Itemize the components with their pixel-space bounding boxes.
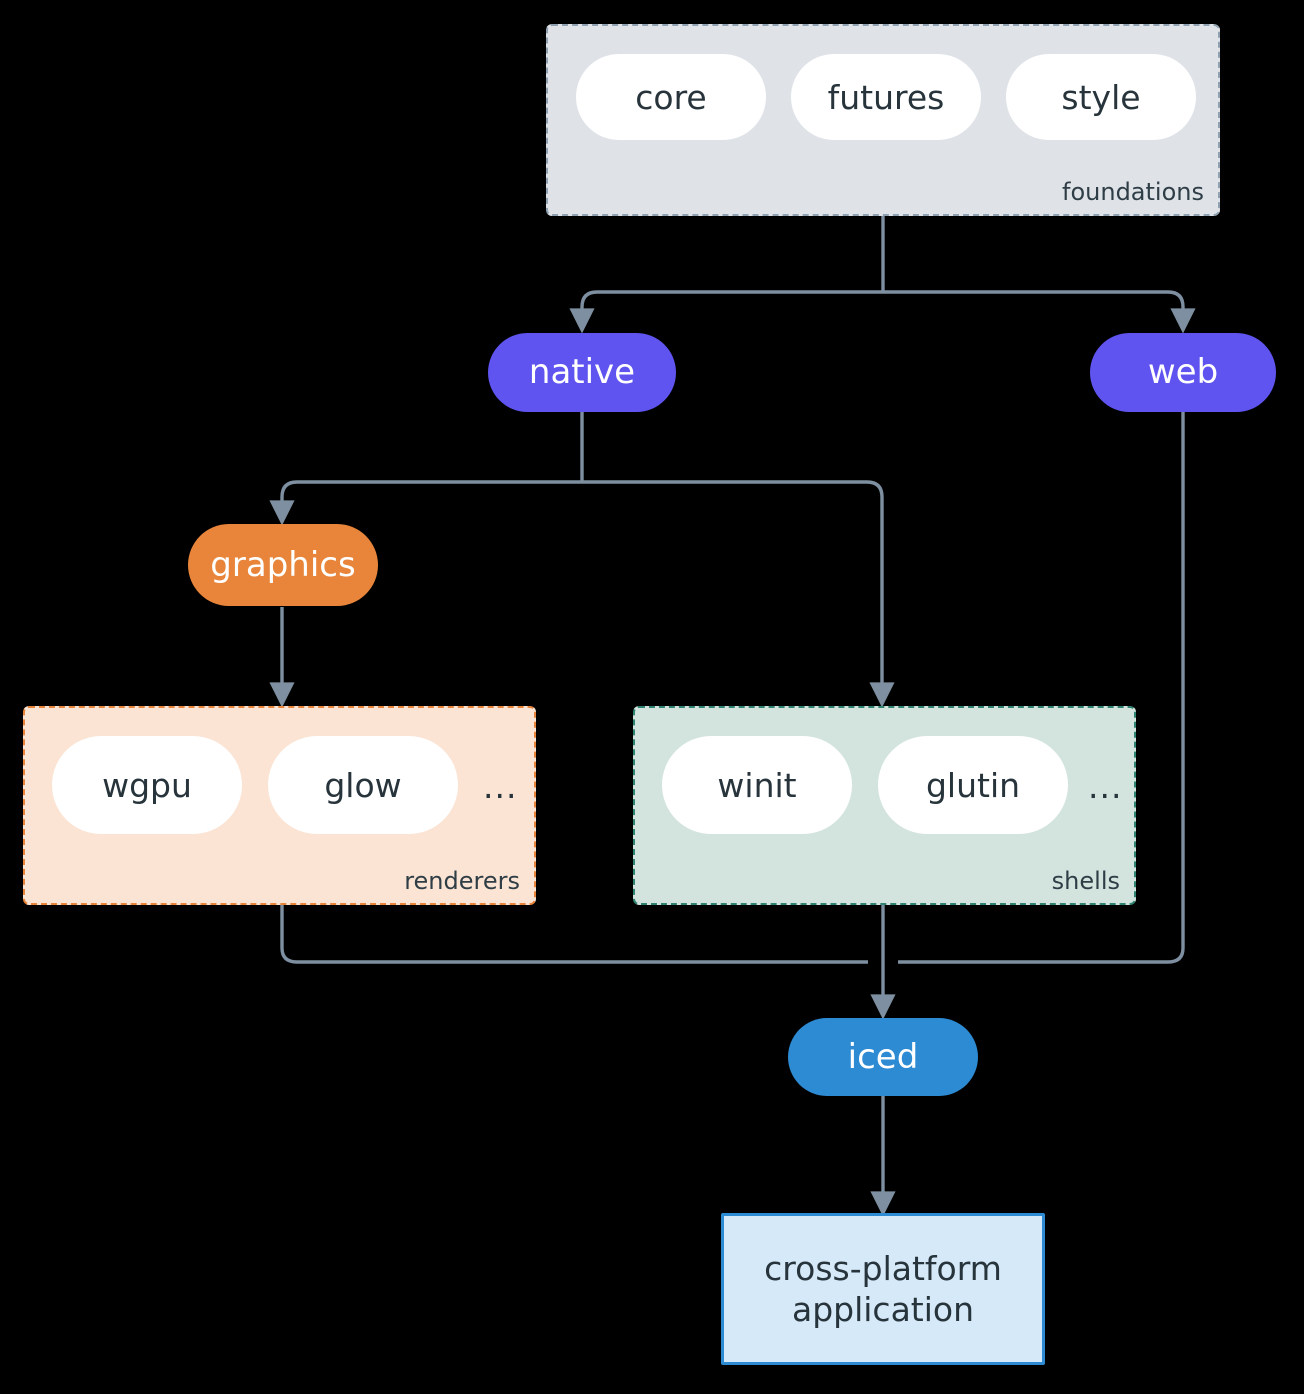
chip-label: glow: [324, 765, 402, 805]
chip-glutin[interactable]: glutin: [878, 736, 1068, 834]
chip-winit[interactable]: winit: [662, 736, 852, 834]
cluster-label-renderers: renderers: [404, 867, 520, 895]
node-graphics[interactable]: graphics: [188, 524, 378, 606]
cluster-foundations: core futures style foundations: [546, 24, 1220, 216]
node-label-line2: application: [791, 1290, 975, 1329]
chip-more-renderers: ...: [483, 767, 518, 806]
cluster-shells: winit glutin ... shells: [633, 706, 1136, 905]
node-label: graphics: [210, 544, 356, 585]
chip-label: winit: [717, 765, 797, 805]
chip-label: glutin: [925, 765, 1021, 805]
node-label: iced: [847, 1036, 919, 1077]
chip-more-shells: ...: [1088, 767, 1123, 806]
node-label: native: [528, 352, 636, 393]
node-label: web: [1147, 352, 1219, 393]
chip-glow[interactable]: glow: [268, 736, 458, 834]
edge-native-to-shells: [582, 480, 895, 708]
chip-core[interactable]: core: [576, 54, 766, 140]
node-label-line1: cross-platform: [764, 1248, 1002, 1288]
chip-style[interactable]: style: [1006, 54, 1196, 140]
chip-label: core: [635, 77, 707, 117]
edge-renderers-to-iced: [280, 905, 868, 964]
chip-label: style: [1061, 77, 1141, 117]
node-application[interactable]: cross-platform application: [721, 1213, 1045, 1365]
cluster-renderers: wgpu glow ... renderers: [23, 706, 536, 905]
edge-foundations-to-web: [883, 290, 1196, 334]
node-iced[interactable]: iced: [788, 1018, 978, 1096]
cluster-label-shells: shells: [1051, 867, 1120, 895]
cluster-label-foundations: foundations: [1062, 178, 1204, 206]
chip-futures[interactable]: futures: [791, 54, 981, 140]
chip-label: futures: [827, 77, 945, 117]
node-native[interactable]: native: [488, 333, 676, 412]
chip-label: wgpu: [102, 765, 192, 805]
node-web[interactable]: web: [1090, 333, 1276, 412]
edge-native-to-graphics: [269, 480, 582, 526]
edge-foundations-to-native: [569, 290, 883, 334]
chip-wgpu[interactable]: wgpu: [52, 736, 242, 834]
